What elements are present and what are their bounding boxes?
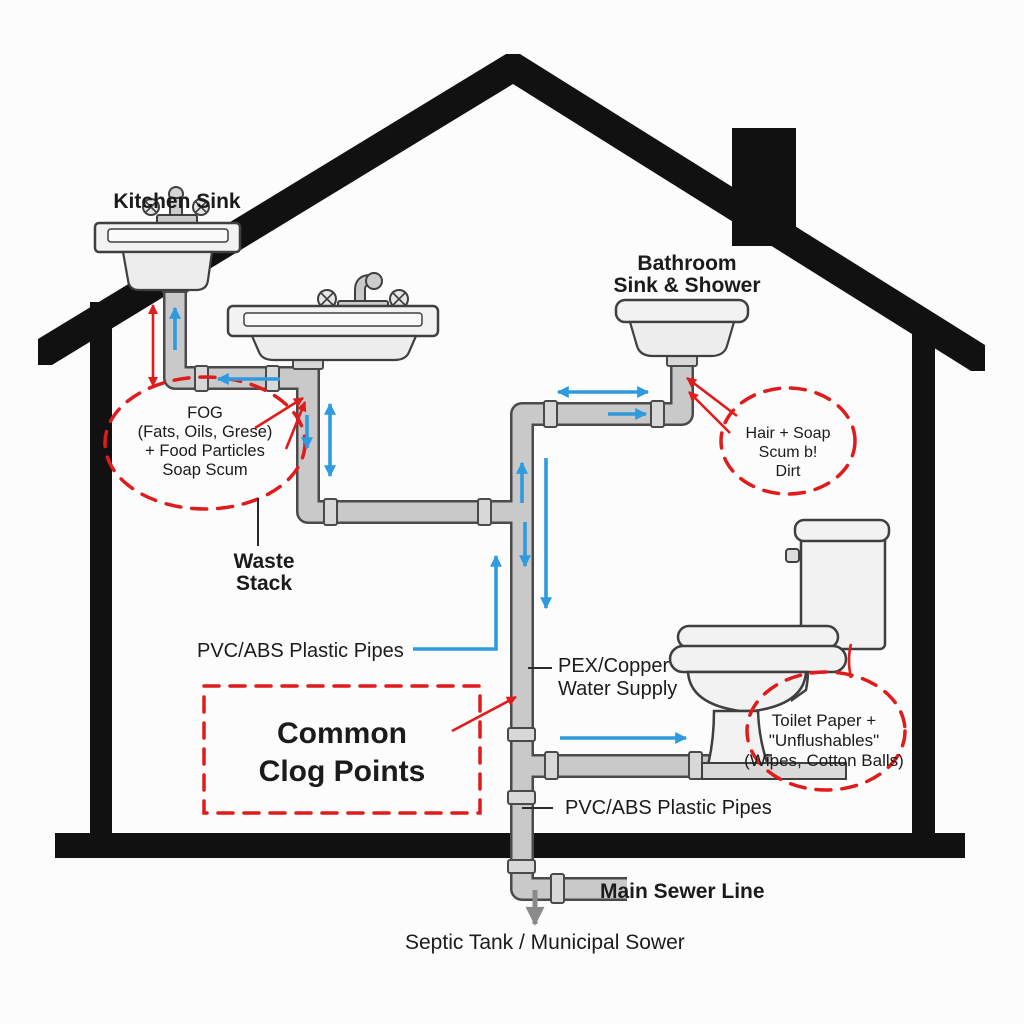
main-sewer-line-label: Main Sewer Line [600,880,765,903]
pex-copper-label: PEX/Copper Water Supply [558,655,677,700]
svg-text:Waste: Waste [233,550,294,573]
bathroom-label-line1: Bathroom [637,252,736,275]
waste-stack-label: Waste Stack [233,550,294,595]
svg-text:(Fats, Oils, Grese): (Fats, Oils, Grese) [138,423,273,441]
house-outline [38,54,985,858]
svg-text:"Unflushables": "Unflushables" [769,731,879,750]
pvc-label-blue-leader-arrow [413,554,502,651]
hair-clog-circle [719,386,857,496]
septic-tank-label: Septic Tank / Municipal Sower [405,931,685,954]
svg-text:+ Food Particles: + Food Particles [145,442,265,460]
right-wall [912,318,935,842]
fog-pointer-line-2 [284,401,307,450]
hair-pointer-line-1 [686,376,738,418]
svg-text:Toilet Paper +: Toilet Paper + [772,711,876,730]
toilet-pointer-line [847,643,853,679]
left-wall [90,302,112,842]
hair-pointer-line-2 [688,391,731,434]
bathroom-label-line2: Sink & Shower [613,274,760,297]
second-sink-drain-pipe [298,362,516,522]
svg-text:Clog Points: Clog Points [259,755,426,788]
kitchen-sink-label: Kitchen Sink [113,190,241,213]
svg-text:Stack: Stack [236,572,292,595]
pvc-abs-upper-label: PVC/ABS Plastic Pipes [197,640,404,662]
kitchen-sink [93,186,242,292]
toilet-clog-circle [745,670,907,792]
hair-clog-text: Hair + Soap Scum b! Dirt [746,425,831,480]
toilet-base-plate [701,762,847,780]
second-sink-drain-pipe-outline [296,362,516,524]
svg-text:FOG: FOG [187,404,223,422]
svg-text:Hair + Soap: Hair + Soap [746,425,831,442]
second-sink-faucet [317,272,409,311]
second-sink-rim-inner [243,312,423,327]
kitchen-faucet [142,186,210,225]
bathroom-sink [614,298,750,358]
flow-arrows [169,306,688,744]
kitchen-sink-rim-inner [107,228,229,243]
common-clog-points-box [202,684,482,815]
common-clog-points-label: Common Clog Points [259,717,426,788]
pvc-abs-lower-label: PVC/ABS Plastic Pipes [565,797,772,819]
toilet-tank-lid [793,518,891,543]
toilet-seat-lid [676,624,840,650]
svg-text:Scum b!: Scum b! [759,444,818,461]
toilet [668,518,891,780]
toilet-flush-handle [785,548,800,563]
toilet-bowl-rim [668,644,848,674]
svg-text:Soap Scum: Soap Scum [162,461,247,479]
bathroom-sink-basin [628,320,736,358]
clog-pointer-arrows [148,304,853,733]
svg-text:Dirt: Dirt [776,463,801,480]
svg-text:Water Supply: Water Supply [558,678,677,700]
labels: Kitchen Sink Bathroom Sink & Shower FOG … [113,190,903,954]
fog-clog-text: FOG (Fats, Oils, Grese) + Food Particles… [138,404,273,479]
bathroom-sink-rim [614,298,750,324]
fog-pointer-line-1 [254,396,304,430]
svg-text:PEX/Copper: PEX/Copper [558,655,670,677]
second-sink-basin [250,334,418,362]
clog-box-pointer-arrow [451,695,517,733]
kitchen-sink-basin [121,250,214,292]
second-sink [226,272,440,362]
toilet-clog-text: Toilet Paper + "Unflushables" (Wipes, Co… [744,711,904,770]
svg-text:Common: Common [277,717,407,750]
svg-text:(Wipes, Cotton Balls): (Wipes, Cotton Balls) [744,751,904,770]
